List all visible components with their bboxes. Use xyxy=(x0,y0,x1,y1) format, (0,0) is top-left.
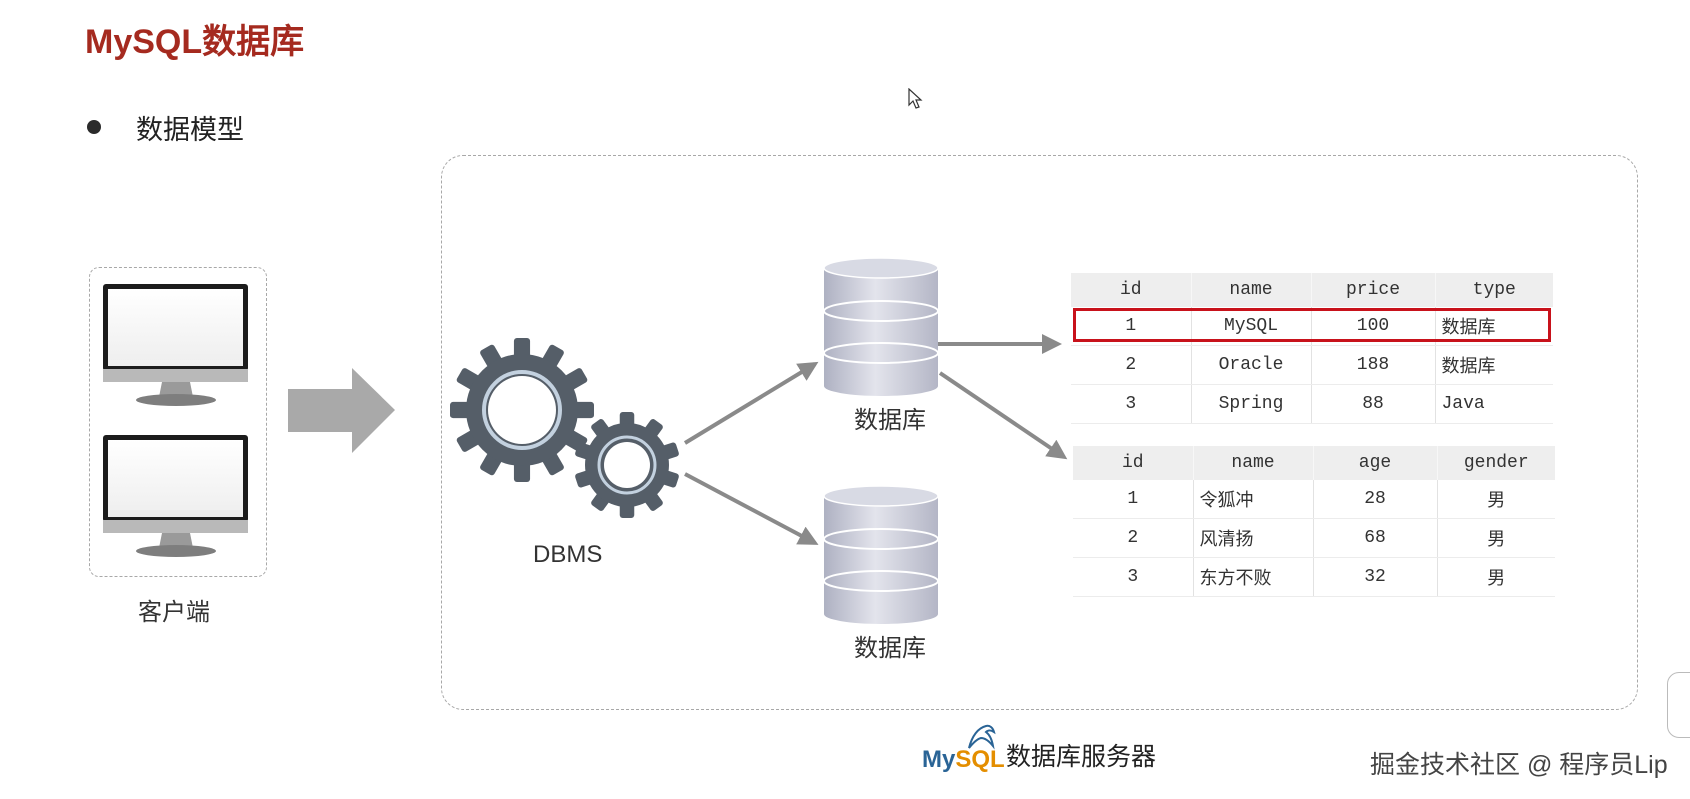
mysql-dolphin-icon xyxy=(968,724,996,750)
table-header-cell: name xyxy=(1191,273,1312,307)
table-cell: 令狐冲 xyxy=(1193,480,1314,519)
database-label: 数据库 xyxy=(854,407,926,434)
page-title: MySQL数据库 xyxy=(85,23,305,61)
table-cell: 88 xyxy=(1311,384,1436,424)
table-row: 1 令狐冲 28 男 xyxy=(1073,480,1555,519)
table-cell: Oracle xyxy=(1191,345,1312,385)
database-icon xyxy=(823,257,939,396)
table-header-cell: type xyxy=(1435,273,1553,307)
arrow-dbms-to-db2 xyxy=(684,472,819,545)
arrow-db-to-users xyxy=(938,371,1068,460)
table-cell: 188 xyxy=(1311,345,1436,385)
table-cell: 男 xyxy=(1437,557,1555,597)
table-cell: 32 xyxy=(1313,557,1438,597)
gear-icon xyxy=(450,338,594,482)
table-cell: 2 xyxy=(1071,345,1192,385)
monitor-icon xyxy=(103,284,248,406)
mysql-logo-my: My xyxy=(922,746,956,773)
table-row: 3 东方不败 32 男 xyxy=(1073,557,1555,597)
mysql-logo-sql: SQL xyxy=(955,746,1005,773)
users-table: id name age gender 1 令狐冲 28 男 2 风清扬 68 男… xyxy=(1073,446,1555,597)
highlight-row-box xyxy=(1073,308,1551,342)
monitor-icon xyxy=(103,435,248,557)
table-cell: 28 xyxy=(1313,480,1438,519)
arrow-right-icon xyxy=(288,368,395,453)
table-header-cell: id xyxy=(1071,273,1192,307)
client-box xyxy=(89,267,267,577)
table-row: 2 风清扬 68 男 xyxy=(1073,518,1555,558)
table-cell: 3 xyxy=(1073,557,1194,597)
table-cell: 东方不败 xyxy=(1193,557,1314,597)
table-header-row: id name price type xyxy=(1071,273,1553,307)
watermark: 掘金技术社区 @ 程序员Lip xyxy=(1370,751,1668,779)
table-cell: Spring xyxy=(1191,384,1312,424)
table-cell: 1 xyxy=(1073,480,1194,519)
table-header-cell: name xyxy=(1193,446,1314,480)
side-panel-tab[interactable] xyxy=(1667,672,1690,738)
table-cell: Java xyxy=(1435,384,1553,424)
arrow-dbms-to-db1 xyxy=(683,361,819,445)
database-label: 数据库 xyxy=(854,635,926,662)
table-cell: 男 xyxy=(1437,518,1555,558)
table-cell: 数据库 xyxy=(1435,345,1553,385)
table-cell: 3 xyxy=(1071,384,1192,424)
table-header-cell: price xyxy=(1311,273,1436,307)
server-box xyxy=(441,155,1638,710)
table-header-cell: gender xyxy=(1437,446,1555,480)
table-header-cell: id xyxy=(1073,446,1194,480)
table-header-cell: age xyxy=(1313,446,1438,480)
bullet-text: 数据模型 xyxy=(136,115,244,145)
client-label: 客户端 xyxy=(138,599,210,626)
table-header-row: id name age gender xyxy=(1073,446,1555,480)
table-cell: 2 xyxy=(1073,518,1194,558)
table-cell: 风清扬 xyxy=(1193,518,1314,558)
database-icon xyxy=(823,485,939,624)
gear-icon xyxy=(575,412,679,518)
server-label: 数据库服务器 xyxy=(1006,743,1157,771)
table-row: 2 Oracle 188 数据库 xyxy=(1071,345,1553,385)
table-cell: 68 xyxy=(1313,518,1438,558)
products-table: id name price type 1 MySQL 100 数据库 2 Ora… xyxy=(1071,273,1553,424)
bullet-dot-icon xyxy=(87,120,101,134)
table-cell: 男 xyxy=(1437,480,1555,519)
mysql-logo: MySQL xyxy=(922,746,1005,774)
table-row: 3 Spring 88 Java xyxy=(1071,384,1553,424)
dbms-label: DBMS xyxy=(533,541,603,568)
cursor-icon xyxy=(908,88,923,109)
